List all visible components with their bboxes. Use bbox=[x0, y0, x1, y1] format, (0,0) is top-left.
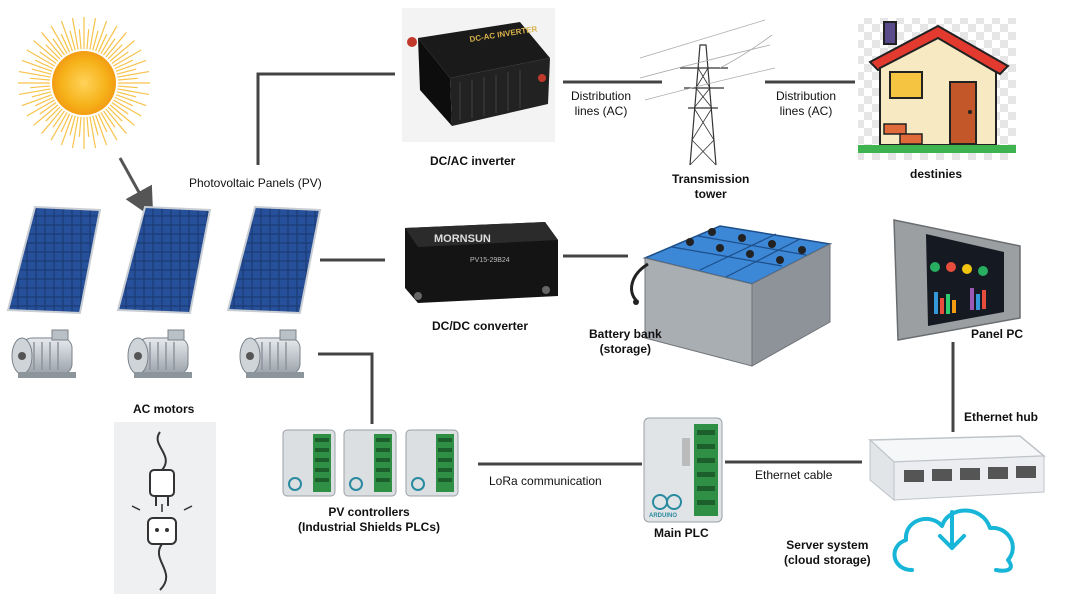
transmission-tower-label: Transmission tower bbox=[672, 172, 749, 202]
pv-controller-plc-icon bbox=[343, 429, 397, 497]
distribution-lines-label-1-line-2: lines (AC) bbox=[574, 104, 628, 118]
pv-controllers-label-line-2: (Industrial Shields PLCs) bbox=[298, 520, 441, 534]
transmission-tower-icon bbox=[639, 19, 776, 166]
lora-communication-label: LoRa communication bbox=[489, 474, 602, 488]
solar-panel-icon bbox=[226, 205, 322, 315]
ac-motor-icon bbox=[127, 329, 192, 378]
solar-panel-icon bbox=[6, 205, 102, 315]
house-icon bbox=[858, 18, 1016, 160]
pv-controller-plc-icon bbox=[282, 429, 336, 497]
dc-ac-inverter-icon: DC-AC INVERTER bbox=[402, 8, 555, 142]
ac-motors-label: AC motors bbox=[133, 402, 195, 416]
pv-to-inverter-line bbox=[256, 72, 395, 165]
server-system-label-line-1: Server system bbox=[786, 538, 869, 552]
sun-icon bbox=[18, 17, 150, 149]
pv-controllers-label-line-1: PV controllers bbox=[328, 505, 410, 519]
destinies-label: destinies bbox=[910, 167, 963, 181]
ethernet-cable-label: Ethernet cable bbox=[755, 468, 833, 482]
transmission-tower-label-line-1: Transmission bbox=[672, 172, 750, 186]
converter-model-text: PV15-29B24 bbox=[470, 257, 510, 264]
ethernet-hub-icon bbox=[868, 435, 1046, 502]
panel-pc-icon bbox=[893, 219, 1021, 341]
pv-controllers-label: PV controllers (Industrial Shields PLCs) bbox=[298, 505, 440, 535]
pv-panels-label: Photovoltaic Panels (PV) bbox=[189, 176, 322, 190]
plc-brand-text: ARDUINO bbox=[649, 513, 677, 519]
converter-brand-text: MORNSUN bbox=[434, 233, 491, 245]
battery-bank-label: Battery bank (storage) bbox=[589, 327, 662, 357]
battery-bank-label-line-1: Battery bank bbox=[589, 327, 662, 341]
distribution-lines-label-1: Distribution lines (AC) bbox=[571, 89, 631, 119]
cloud-storage-icon bbox=[892, 508, 1015, 573]
server-system-label-line-2: (cloud storage) bbox=[784, 553, 871, 567]
connection-lines bbox=[256, 72, 955, 466]
server-system-label: Server system (cloud storage) bbox=[784, 538, 871, 568]
pv-controller-plc-icon bbox=[405, 429, 459, 497]
ethernet-hub-label: Ethernet hub bbox=[964, 410, 1038, 424]
main-plc-icon: ARDUINO bbox=[643, 417, 723, 523]
solar-panel-icon bbox=[116, 205, 212, 315]
distribution-lines-label-2: Distribution lines (AC) bbox=[776, 89, 836, 119]
battery-bank-label-line-2: (storage) bbox=[599, 342, 652, 356]
panel-pc-label: Panel PC bbox=[971, 327, 1024, 341]
dc-dc-converter-label: DC/DC converter bbox=[432, 319, 529, 333]
distribution-lines-label-2-line-1: Distribution bbox=[776, 89, 837, 103]
distribution-lines-label-2-line-2: lines (AC) bbox=[779, 104, 833, 118]
transmission-tower-label-line-2: tower bbox=[694, 187, 727, 201]
distribution-lines-label-1-line-1: Distribution bbox=[571, 89, 632, 103]
ac-motor-icon bbox=[11, 329, 76, 378]
sun-arrow bbox=[118, 157, 154, 219]
ac-motor-icon bbox=[239, 329, 304, 378]
dc-dc-converter-icon: MORNSUN PV15-29B24 bbox=[405, 222, 558, 303]
motor-to-pv-controllers-line bbox=[318, 352, 374, 424]
main-plc-label: Main PLC bbox=[654, 526, 709, 540]
power-plug-icon bbox=[114, 422, 216, 594]
dc-ac-inverter-label: DC/AC inverter bbox=[430, 154, 516, 168]
battery-bank-icon bbox=[630, 225, 833, 367]
